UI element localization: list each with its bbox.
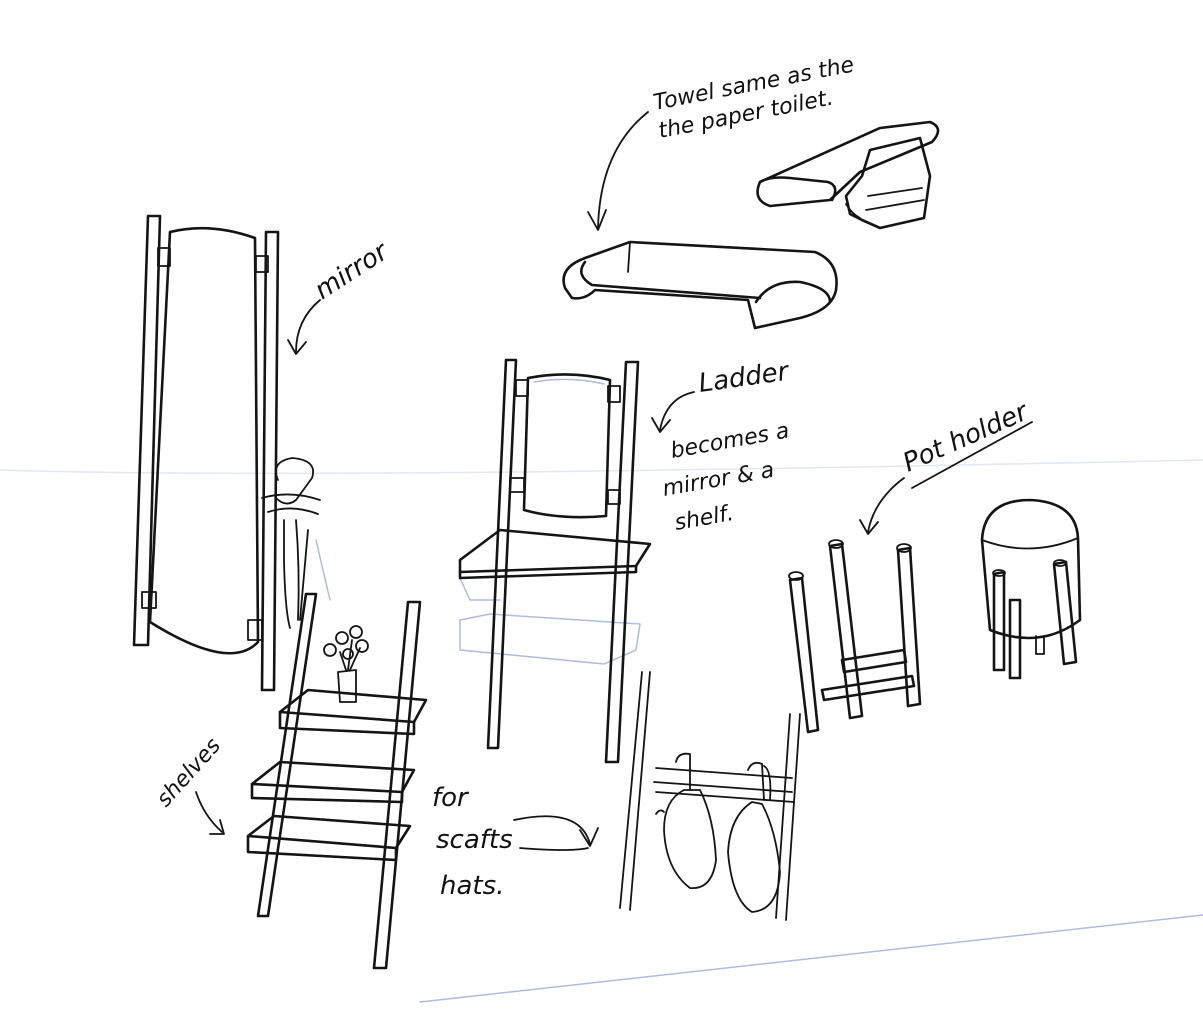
towel-arrow xyxy=(597,111,649,229)
ladder-arrow xyxy=(659,391,695,431)
mirror-arrow xyxy=(295,299,321,353)
shelves-arrow xyxy=(195,791,223,833)
shelves-ladder xyxy=(246,592,428,970)
for-label-line1: for xyxy=(432,783,470,813)
pot-holder-arrow xyxy=(867,477,905,533)
ladder-note-line2: mirror & a xyxy=(661,458,776,502)
towel-annotation: Towel same as the the paper toilet. xyxy=(587,52,856,231)
towel-tray xyxy=(562,240,838,330)
ladder-label: Ladder xyxy=(697,356,793,399)
ghost-guide-line xyxy=(0,459,1203,475)
shelves-annotation: shelves xyxy=(152,734,226,835)
ladder-annotation: Ladder becomes a mirror & a shelf. xyxy=(651,356,793,536)
pot-holder-underline xyxy=(911,421,1033,489)
scarf-arrow xyxy=(513,815,591,845)
towel-bar-with-towel xyxy=(756,120,940,230)
ladder-note-line1: becomes a xyxy=(669,418,791,463)
standing-mirror xyxy=(132,214,331,692)
mirror-annotation: mirror xyxy=(287,236,395,355)
scarf-hat-annotation: for scafts hats. xyxy=(432,783,599,901)
ladder-note-line3: shelf. xyxy=(673,501,736,536)
pot-holder-arrowhead xyxy=(859,519,879,535)
ladder-arrowhead xyxy=(651,417,671,433)
pot-holder-stand-with-pot xyxy=(980,498,1082,680)
shelves-label: shelves xyxy=(152,734,226,812)
shelves-arrowhead xyxy=(209,819,225,835)
pot-holder-stand-empty xyxy=(788,539,922,734)
pot-holder-label: Pot holder xyxy=(899,396,1035,478)
for-label-line2: scafts xyxy=(436,825,513,855)
scarf-arrowhead xyxy=(579,827,599,847)
ladder-mirror-shelf xyxy=(458,358,652,764)
mirror-arrowhead xyxy=(287,339,307,355)
mirror-label: mirror xyxy=(309,236,395,306)
towel-arrowhead xyxy=(587,209,607,231)
for-label-line3: hats. xyxy=(440,871,504,901)
paper-edge xyxy=(419,914,1203,1003)
scarf-hat-rack xyxy=(619,671,801,921)
